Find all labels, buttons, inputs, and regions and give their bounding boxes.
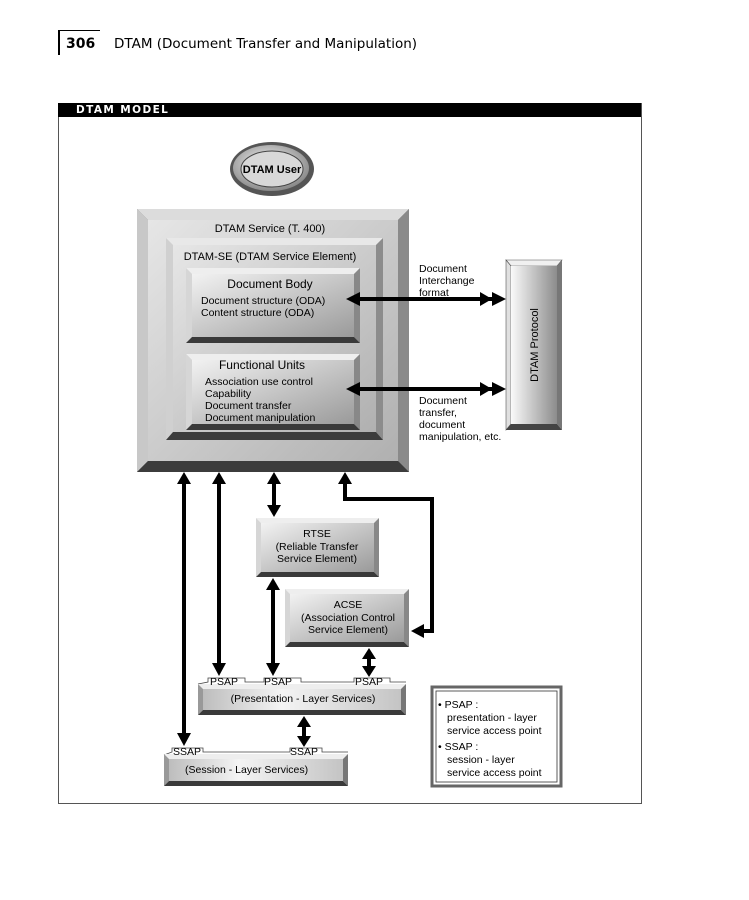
figure-frame (58, 103, 642, 804)
transfer-arrow (346, 382, 506, 396)
psap-label: PSAP (264, 676, 292, 688)
connector-service-to-acse (338, 472, 434, 638)
dtam-se-label: DTAM-SE (DTAM Service Element) (184, 251, 357, 263)
interchange-arrow (346, 292, 506, 306)
ssap-label: SSAP (290, 746, 318, 758)
page-number: 306 (66, 36, 96, 52)
page-running-title: DTAM (Document Transfer and Manipulation… (114, 36, 418, 52)
interchange-label-line: format (419, 287, 449, 299)
document-body-line: Content structure (ODA) (201, 307, 314, 319)
functional-units-box: Functional Units Association use control… (186, 354, 360, 430)
functional-units-title: Functional Units (219, 358, 305, 372)
connector-service-to-session (177, 472, 191, 746)
ssap-label: SSAP (173, 746, 201, 758)
functional-units-line: Document transfer (205, 400, 292, 412)
connector-service-to-rtse (267, 472, 281, 517)
transfer-label-line: transfer, (419, 407, 457, 419)
figure-title-bar (58, 103, 641, 117)
transfer-label-line: manipulation, etc. (419, 431, 501, 443)
psap-label: PSAP (355, 676, 383, 688)
presentation-layer-box: (Presentation - Layer Services) PSAP PSA… (197, 676, 406, 715)
rtse-box: RTSE (Reliable Transfer Service Element) (256, 518, 379, 577)
acse-label-line: ACSE (334, 599, 363, 611)
rtse-label-line: RTSE (303, 528, 331, 540)
rtse-label-line: Service Element) (277, 553, 357, 565)
document-body-title: Document Body (227, 277, 312, 291)
acse-label-line: (Association Control (301, 612, 395, 624)
legend-desc-line: presentation - layer (447, 712, 537, 724)
functional-units-line: Association use control (205, 376, 313, 388)
acse-label-line: Service Element) (308, 624, 388, 636)
dtam-user-node: DTAM User (230, 142, 314, 196)
interchange-label-line: Interchange (419, 275, 475, 287)
legend-term: • PSAP : (438, 699, 478, 711)
legend-desc-line: session - layer (447, 754, 515, 766)
document-body-line: Document structure (ODA) (201, 295, 325, 307)
psap-label: PSAP (210, 676, 238, 688)
interchange-label-line: Document (419, 263, 467, 275)
rtse-label-line: (Reliable Transfer (276, 541, 359, 553)
session-layer-label: (Session - Layer Services) (185, 764, 308, 776)
connector-presentation-to-session (297, 716, 311, 747)
transfer-label-line: document (419, 419, 465, 431)
presentation-layer-label: (Presentation - Layer Services) (231, 693, 376, 705)
connector-service-to-presentation-1 (212, 472, 226, 676)
page-number-bracket (58, 30, 100, 55)
legend-desc-line: service access point (447, 725, 542, 737)
transfer-label-line: Document (419, 395, 467, 407)
figure-title: DTAM MODEL (76, 104, 170, 116)
dtam-service-label: DTAM Service (T. 400) (215, 223, 325, 235)
dtam-protocol-label: DTAM Protocol (529, 308, 541, 382)
acse-box: ACSE (Association Control Service Elemen… (285, 589, 409, 647)
functional-units-line: Capability (205, 388, 252, 400)
connector-acse-to-presentation (362, 648, 376, 677)
legend-term: • SSAP : (438, 741, 478, 753)
legend-desc-line: service access point (447, 767, 542, 779)
dtam-protocol-box: DTAM Protocol (505, 259, 563, 431)
session-layer-box: (Session - Layer Services) SSAP SSAP (163, 746, 348, 786)
dtam-user-label: DTAM User (243, 164, 302, 176)
functional-units-line: Document manipulation (205, 412, 315, 424)
connector-rtse-to-presentation (266, 578, 280, 676)
legend-box: • PSAP : presentation - layer service ac… (430, 685, 563, 788)
document-body-box: Document Body Document structure (ODA) C… (186, 268, 360, 343)
